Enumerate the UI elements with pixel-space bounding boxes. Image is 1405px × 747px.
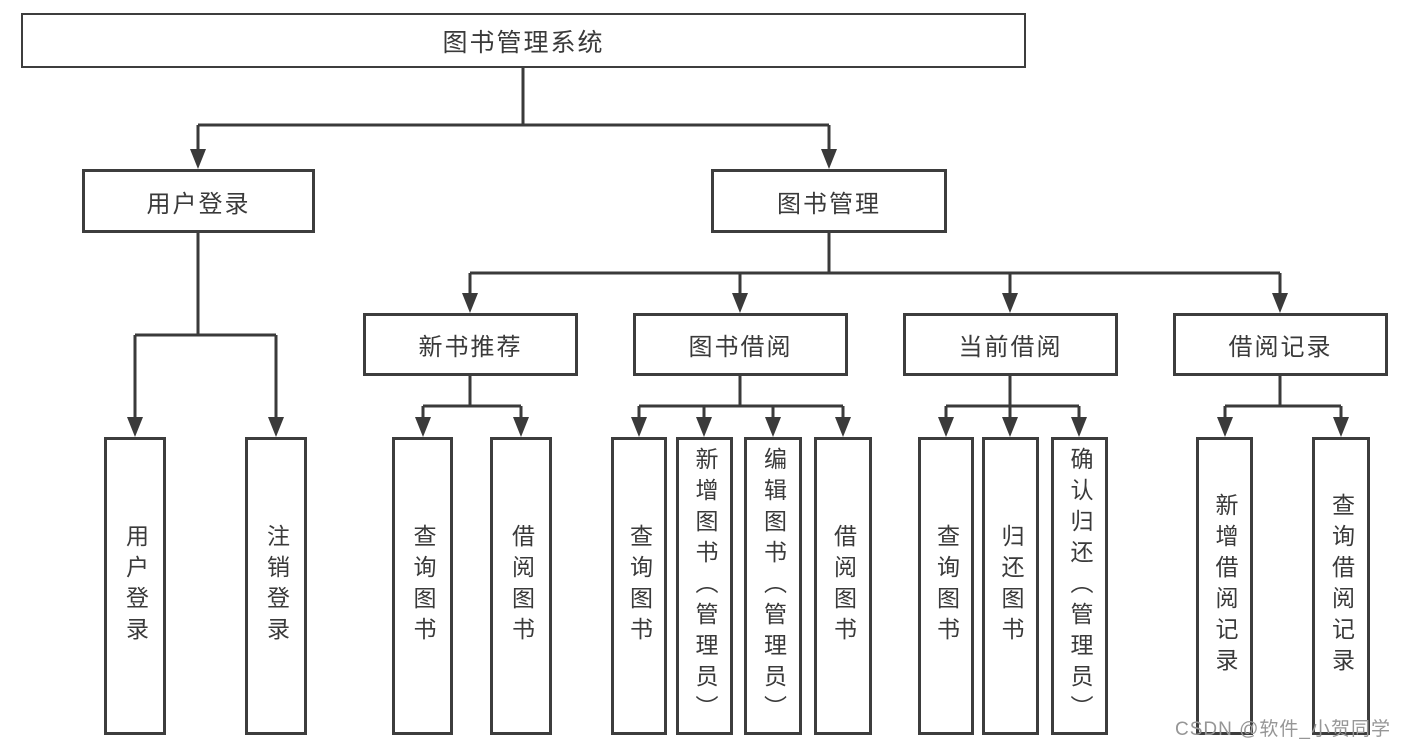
node-borrow-edit-books-admin: 编辑图书（管理员） [744,437,802,735]
node-label: 借阅记录 [1228,334,1333,361]
node-borrow-add-books-admin: 新增图书（管理员） [676,437,733,735]
node-label: 当前借阅 [958,334,1063,361]
node-current-query-books: 查询图书 [918,437,974,735]
node-label: 编辑图书（管理员） [760,446,787,726]
node-label: 用户登录 [146,190,251,218]
node-user-login-leaf: 用户登录 [104,437,166,735]
node-borrow-query-books: 查询图书 [611,437,667,735]
node-label: 归还图书 [998,524,1024,648]
node-current-confirm-return-admin: 确认归还（管理员） [1051,437,1108,735]
node-label: 新增借阅记录 [1212,493,1238,679]
node-label: 查询借阅记录 [1328,493,1355,679]
node-recommend-query-books: 查询图书 [392,437,453,735]
node-logout: 注销登录 [245,437,307,735]
node-label: 借阅图书 [830,524,857,648]
node-current-return-books: 归还图书 [982,437,1039,735]
node-label: 查询图书 [626,524,653,648]
node-borrowing-records: 借阅记录 [1173,313,1388,376]
node-label: 新增图书（管理员） [692,446,718,726]
node-label: 新书推荐 [418,334,523,361]
node-label: 查询图书 [933,524,960,648]
node-label: 查询图书 [410,524,436,648]
node-label: 图书借阅 [688,334,793,361]
node-label: 图书管理系统 [442,28,605,57]
node-label: 确认归还（管理员） [1067,446,1093,726]
node-label: 注销登录 [263,524,290,648]
node-label: 借阅图书 [508,524,535,648]
csdn-watermark: CSDN @软件_小贺同学 [1175,719,1391,740]
node-user-login: 用户登录 [82,169,315,233]
node-book-borrowing: 图书借阅 [633,313,848,376]
node-label: 用户登录 [122,524,149,648]
node-book-management: 图书管理 [711,169,947,233]
node-recommend-borrow-books: 借阅图书 [490,437,552,735]
node-new-book-recommendation: 新书推荐 [363,313,578,376]
node-label: 图书管理 [777,190,881,218]
node-library-management-system: 图书管理系统 [21,13,1026,68]
node-borrow-borrow-books: 借阅图书 [814,437,872,735]
node-records-query-borrow-record: 查询借阅记录 [1312,437,1370,735]
node-records-add-borrow-record: 新增借阅记录 [1196,437,1253,735]
node-current-borrowing: 当前借阅 [903,313,1118,376]
